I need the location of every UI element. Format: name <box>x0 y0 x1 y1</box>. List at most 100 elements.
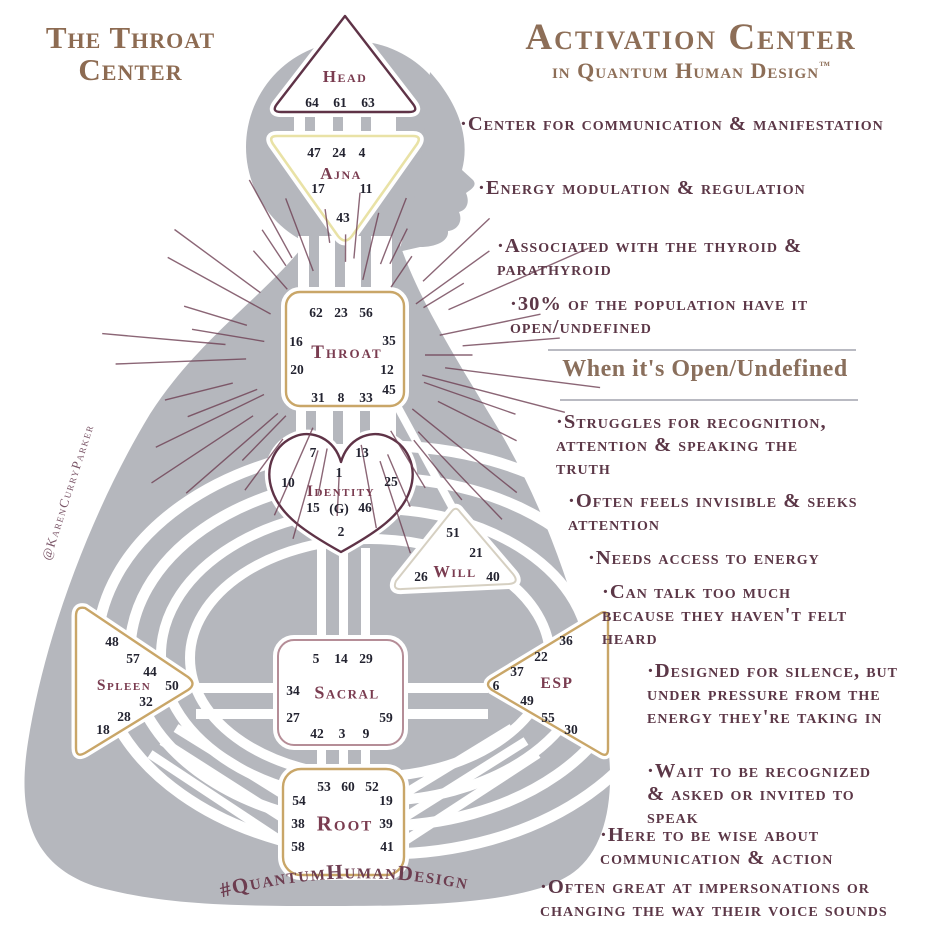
face-profile <box>398 72 475 252</box>
sacral-label: Sacral <box>314 682 380 703</box>
gate-58: 58 <box>291 839 305 854</box>
gate-6: 6 <box>492 678 500 693</box>
bullet-struggles: ·Struggles for recognition, attention & … <box>556 411 827 480</box>
will-label: Will <box>433 562 477 581</box>
bullet-talk-too-much: ·Can talk too much because they haven't … <box>602 581 848 650</box>
gate-54: 54 <box>292 793 306 808</box>
identity-g-label: (G) <box>329 501 349 516</box>
gate-25: 25 <box>384 474 398 489</box>
gate-41: 41 <box>380 839 394 854</box>
root-square <box>281 767 406 877</box>
gate-45: 45 <box>382 382 396 397</box>
gate-38: 38 <box>291 816 305 831</box>
gate-28: 28 <box>117 709 131 724</box>
page-title-left: The Throat Center <box>18 22 243 85</box>
gate-13: 13 <box>355 445 369 460</box>
bullet-thyroid: ·Associated with the thyroid & parathyro… <box>497 235 803 281</box>
gate-27: 27 <box>286 710 300 725</box>
gate-24: 24 <box>332 145 346 160</box>
gate-35: 35 <box>382 333 396 348</box>
gate-48: 48 <box>105 634 119 649</box>
bullet-needs-energy: ·Needs access to energy <box>588 547 820 569</box>
gate-30: 30 <box>564 722 578 737</box>
gate-1: 1 <box>335 465 343 480</box>
spleen-label: Spleen <box>96 677 152 694</box>
left-title-line1: The Throat <box>45 20 216 55</box>
bullet-population: ·30% of the population have it open/unde… <box>510 293 809 339</box>
identity-label: Identity <box>306 483 376 500</box>
divider-bottom <box>560 399 858 401</box>
gate-64: 64 <box>305 95 319 110</box>
open-section-heading: When it's Open/Undefined <box>562 356 848 382</box>
ajna-label: Ajna <box>320 164 362 183</box>
gate-2: 2 <box>337 524 345 539</box>
gate-8: 8 <box>337 390 345 405</box>
gate-47: 47 <box>307 145 321 160</box>
gate-56: 56 <box>359 305 373 320</box>
gate-17: 17 <box>311 181 325 196</box>
gate-60: 60 <box>341 779 355 794</box>
gate-52: 52 <box>365 779 379 794</box>
centers-shapes <box>71 11 613 880</box>
divider-top <box>548 349 856 351</box>
esp-label: ESP <box>540 675 574 692</box>
gate-26: 26 <box>414 569 428 584</box>
bullet-wait: ·Wait to be recognized & asked or invite… <box>647 760 871 829</box>
gate-37: 37 <box>510 664 524 679</box>
gate-39: 39 <box>379 816 393 831</box>
page-title: Activation Center <box>525 17 857 58</box>
gate-55: 55 <box>541 710 555 725</box>
gate-34: 34 <box>286 683 300 698</box>
identity-heart <box>268 432 414 554</box>
gate-57: 57 <box>126 651 140 666</box>
gate-29: 29 <box>359 651 373 666</box>
gate-11: 11 <box>359 181 373 196</box>
gate-33: 33 <box>359 390 373 405</box>
esp-triangle <box>486 611 610 756</box>
gate-32: 32 <box>139 694 153 709</box>
head-label: Head <box>322 67 368 86</box>
gate-44: 44 <box>143 664 157 679</box>
gate-21: 21 <box>469 545 483 560</box>
gate-16: 16 <box>289 334 303 349</box>
gate-53: 53 <box>317 779 331 794</box>
gate-10: 10 <box>281 475 295 490</box>
throat-rays <box>102 179 601 554</box>
gate-51: 51 <box>446 525 460 540</box>
gate-4: 4 <box>358 145 366 160</box>
gate-59: 59 <box>379 710 393 725</box>
gate-5: 5 <box>312 651 320 666</box>
gate-40: 40 <box>486 569 500 584</box>
gate-15: 15 <box>306 500 320 515</box>
page-subtitle: in Quantum Human Design™ <box>551 58 831 83</box>
gate-22: 22 <box>534 649 548 664</box>
gate-18: 18 <box>96 722 110 737</box>
gate-19: 19 <box>379 793 393 808</box>
bullet-designed-silence: ·Designed for silence, but under pressur… <box>647 660 898 729</box>
sacral-square <box>277 639 404 746</box>
gate-42: 42 <box>310 726 324 741</box>
head-triangle <box>273 14 417 114</box>
throat-label: Throat <box>311 342 383 363</box>
bullet-impersonations: ·Often great at impersonations or changi… <box>540 876 888 922</box>
will-triangle <box>393 507 517 591</box>
gate-50: 50 <box>165 678 179 693</box>
spleen-triangle <box>74 606 194 756</box>
bullet-invisible: ·Often feels invisible & seeks attention <box>568 490 858 536</box>
gate-62: 62 <box>309 305 323 320</box>
gate-23: 23 <box>334 305 348 320</box>
left-title-line2: Center <box>78 51 183 87</box>
gate-61: 61 <box>333 95 347 110</box>
bullet-energy-modulation: ·Energy modulation & regulation <box>478 177 806 199</box>
bullet-communication: ·Center for communication & manifestatio… <box>460 113 884 135</box>
gate-7: 7 <box>309 445 317 460</box>
gate-63: 63 <box>361 95 375 110</box>
gate-3: 3 <box>338 726 346 741</box>
gate-12: 12 <box>380 362 394 377</box>
root-label: Root <box>316 811 374 836</box>
gate-49: 49 <box>520 693 534 708</box>
bullet-wise: ·Here to be wise about communication & a… <box>600 824 834 870</box>
gate-46: 46 <box>358 500 372 515</box>
throat-square <box>284 290 406 408</box>
